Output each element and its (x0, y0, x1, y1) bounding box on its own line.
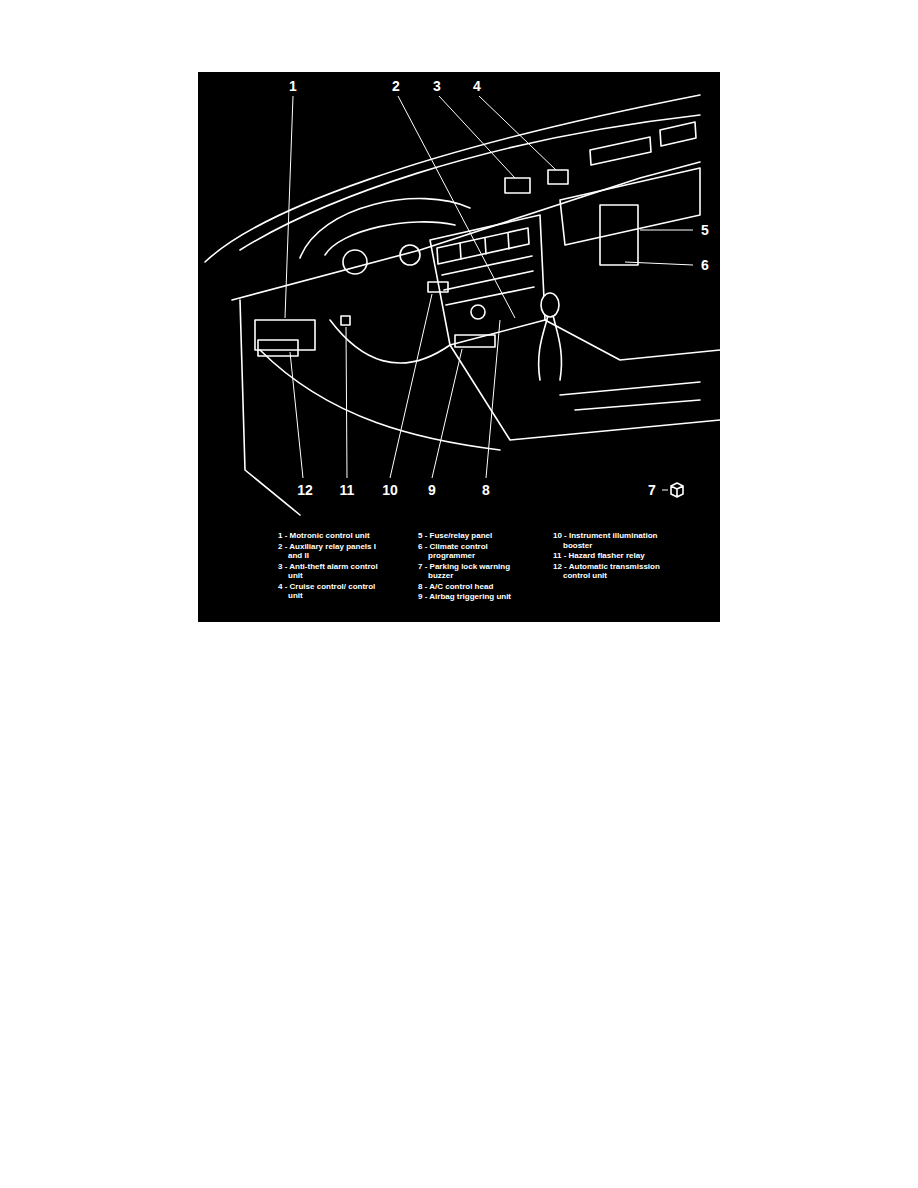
leader-line (398, 96, 515, 318)
shift-knob (541, 293, 559, 317)
floor-line (260, 350, 500, 450)
leader-line (625, 262, 693, 265)
knob (471, 305, 485, 319)
leader-line (640, 230, 693, 231)
key-entry: 11 - Hazard flasher relay (553, 551, 663, 561)
booster-unit (428, 282, 448, 292)
fuse-panel (600, 205, 638, 265)
airbag-unit (455, 335, 495, 347)
key-entry: 2 - Auxiliary relay panels I and II (278, 542, 388, 561)
instrument-hood (300, 199, 470, 258)
key-entry: 12 - Automatic transmission control unit (553, 562, 663, 581)
callout-number: 7 (646, 483, 658, 498)
shift-boot (539, 315, 562, 380)
callout-number: 12 (295, 483, 315, 498)
callout-number: 5 (699, 223, 711, 238)
control-unit-box (255, 320, 315, 350)
callout-number: 10 (380, 483, 400, 498)
vent-slats (460, 233, 509, 259)
key-entry: 7 - Parking lock warning buzzer (418, 562, 528, 581)
key-entry: 5 - Fuse/relay panel (418, 531, 528, 541)
callout-number: 2 (390, 79, 402, 94)
alarm-unit (505, 178, 530, 193)
leader-line (432, 349, 462, 478)
control-unit-box (258, 340, 298, 356)
key-entry: 10 - Instrument illumination booster (553, 531, 663, 550)
leader-line (346, 327, 347, 478)
key-entry: 3 - Anti-theft alarm control unit (278, 562, 388, 581)
callout-number: 4 (471, 79, 483, 94)
callout-number: 8 (480, 483, 492, 498)
callout-number: 6 (699, 258, 711, 273)
center-vents (437, 228, 529, 264)
console-tray (560, 382, 700, 410)
callout-number: 9 (426, 483, 438, 498)
flasher-relay (341, 316, 350, 325)
left-door (240, 300, 300, 515)
console-right (545, 320, 720, 360)
key-entry: 1 - Motronic control unit (278, 531, 388, 541)
gauge (400, 245, 420, 265)
key-entry: 8 - A/C control head (418, 582, 528, 592)
leader-line (486, 320, 500, 478)
callout-number: 3 (431, 79, 443, 94)
leader-line (285, 96, 293, 318)
gauge (343, 250, 367, 274)
black-panel (198, 72, 720, 622)
dash-top (205, 95, 700, 262)
steering-column (330, 320, 450, 363)
buzzer-cube (671, 483, 683, 497)
radio-controls (442, 256, 534, 305)
key-entry: 9 - Airbag triggering unit (418, 592, 528, 602)
center-stack (430, 215, 545, 345)
key-entry: 6 - Climate control programmer (418, 542, 528, 561)
callout-number: 1 (287, 79, 299, 94)
leader-line (479, 96, 556, 170)
leader-line (662, 490, 668, 491)
leader-line (390, 294, 432, 478)
leader-line (439, 96, 515, 178)
right-vents (590, 122, 696, 165)
windshield-base (240, 115, 700, 250)
cruise-unit (548, 170, 568, 184)
leader-line (290, 352, 303, 478)
key-entry: 4 - Cruise control/ control unit (278, 582, 388, 601)
glovebox (560, 168, 700, 245)
callout-number: 11 (338, 483, 357, 498)
leader-lines (285, 96, 693, 490)
